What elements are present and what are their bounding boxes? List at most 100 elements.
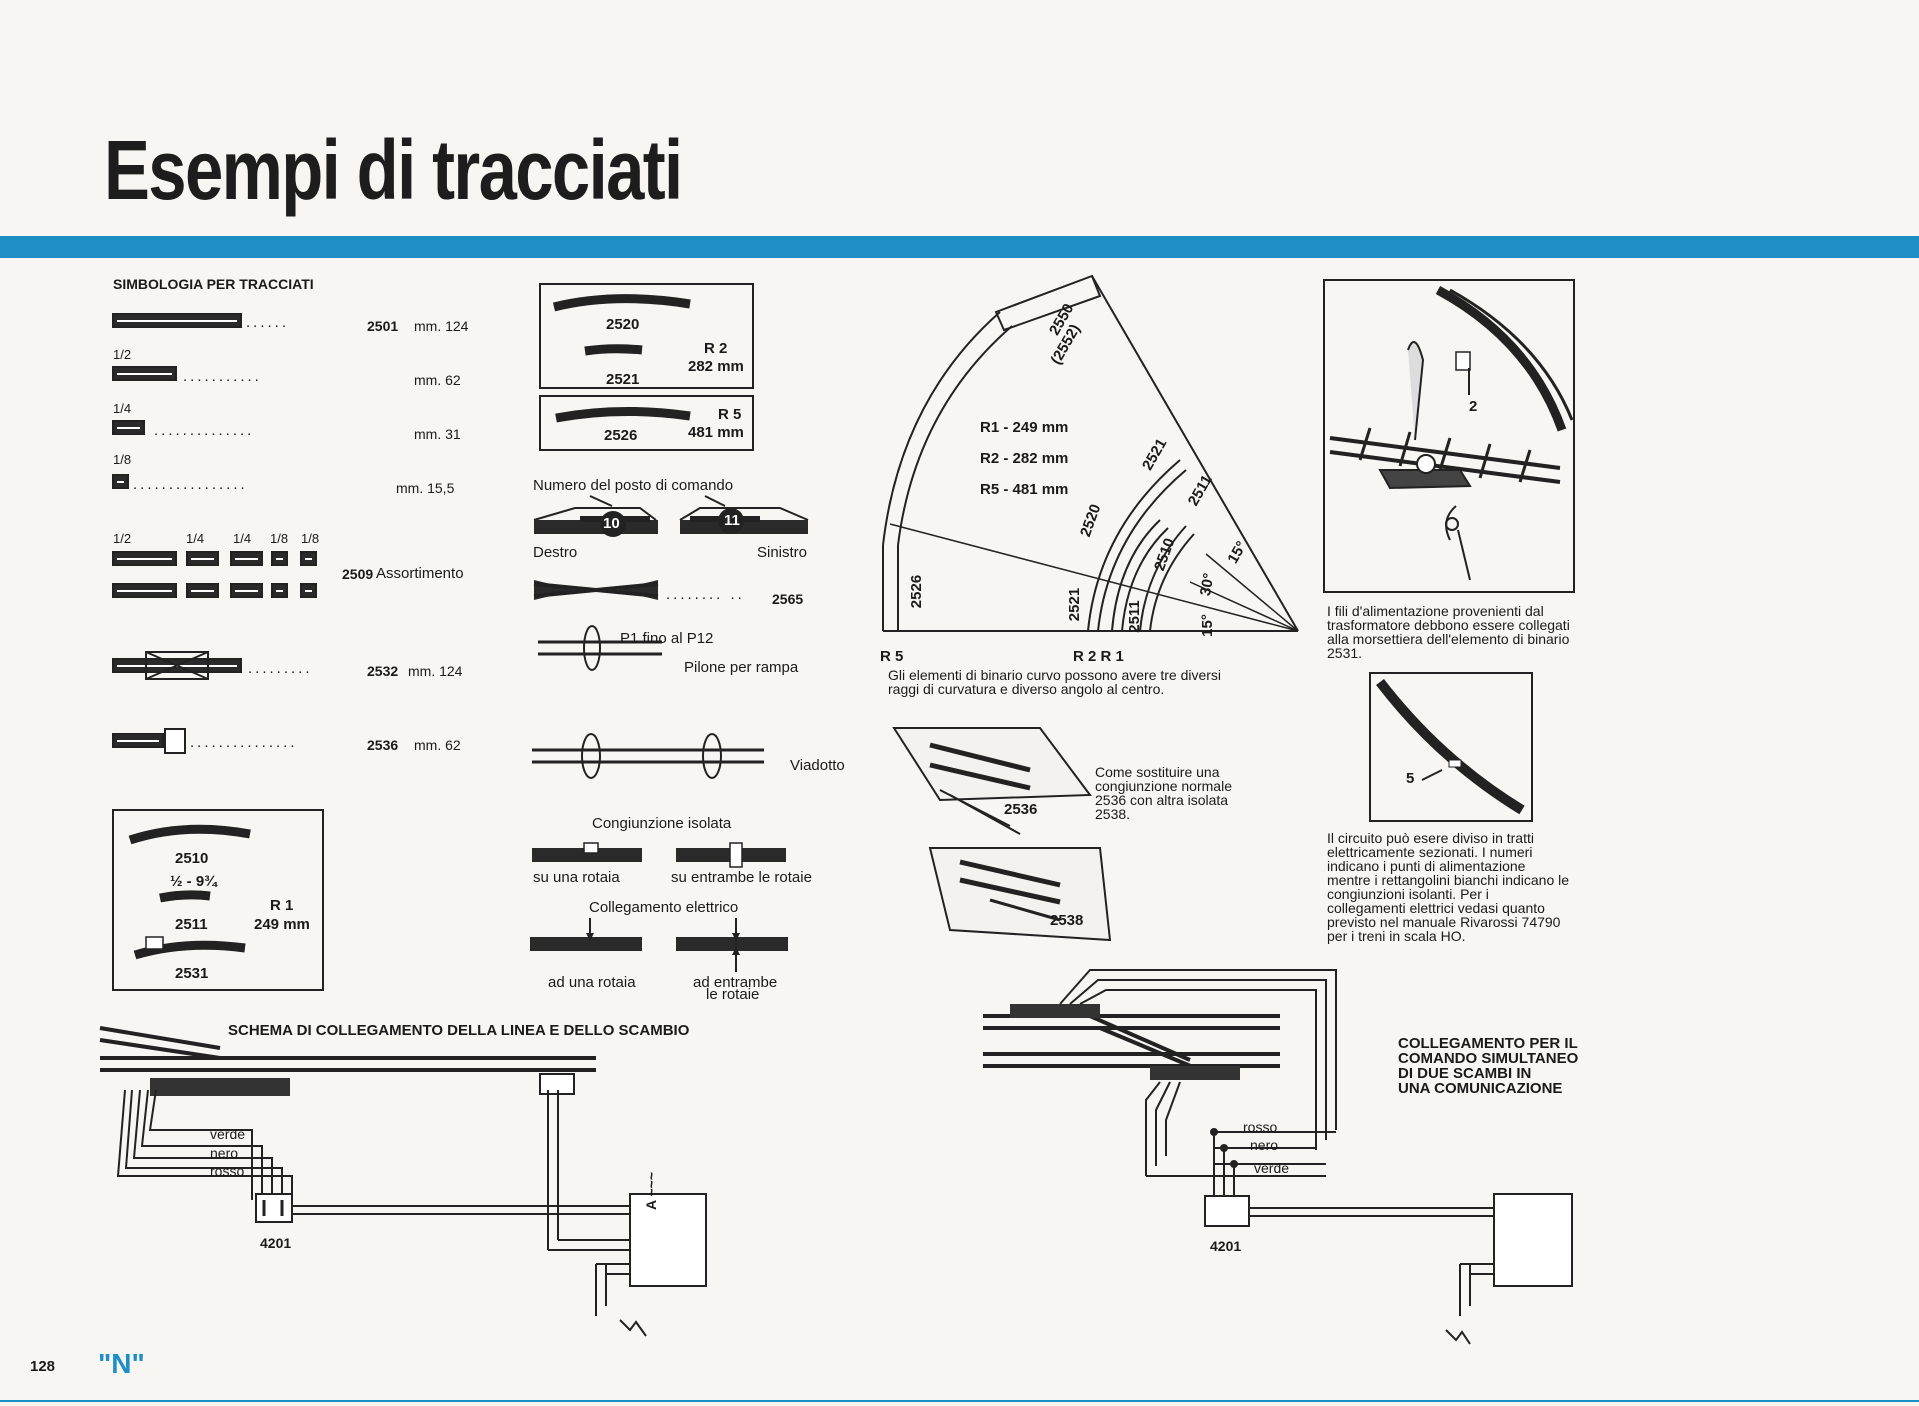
page-title: Esempi di tracciati (104, 123, 683, 217)
fan-legend: R5 - 481 mm (980, 481, 1069, 498)
turnout-left-label: Sinistro (757, 544, 808, 561)
assortment-track (271, 583, 288, 598)
row-dots: ...... (246, 314, 290, 331)
row-code: 2536 (367, 737, 399, 753)
radius-label: R 2 (704, 340, 728, 357)
pylon-label: Pilone per rampa (684, 659, 799, 676)
row-dots: ................ (133, 476, 248, 493)
wiring-right-title-line: COMANDO SIMULTANEO (1398, 1050, 1579, 1067)
fan-track-label: 2510 (1150, 535, 1179, 574)
insulated-both-rails: su entrambe le rotaie (671, 869, 812, 886)
page-number: 128 (30, 1358, 56, 1375)
insulated-one-rail: su una rotaia (533, 869, 620, 886)
assortment-fraction: 1/4 (233, 531, 252, 546)
fan-legend: R2 - 282 mm (980, 450, 1069, 467)
curve-box-r1 (112, 809, 324, 991)
row-length: mm. 62 (414, 737, 461, 753)
curve-box-r5 (539, 395, 754, 451)
radius-value: 282 mm (688, 358, 744, 375)
feeder-caption: I fili d'alimentazione provenienti dal t… (1327, 603, 1570, 661)
track-code: 2521 (606, 371, 640, 388)
insulated-joint-title: Congiunzione isolata (592, 815, 732, 832)
joint-label-a: 2536 (1004, 801, 1038, 818)
fan-track-label: 2521 (1138, 435, 1171, 474)
section-number: 5 (1406, 770, 1415, 787)
transformer-marks: A ~~~ (643, 1171, 659, 1210)
radius-label: R 5 (718, 406, 742, 423)
wiring-right-title-line: DI DUE SCAMBI IN (1398, 1065, 1532, 1082)
wiring-left-title: SCHEMA DI COLLEGAMENTO DELLA LINEA E DEL… (228, 1022, 690, 1039)
fan-track-label: 2511 (1184, 472, 1216, 509)
assortment-track (186, 551, 219, 566)
command-number-left: 11 (724, 512, 740, 529)
track-code: 2520 (606, 316, 640, 333)
feeder-illustration-box (1323, 279, 1575, 593)
joint-replacement-text: Come sostituire una congiunzione normale… (1095, 764, 1232, 822)
wiring-right-title: COLLEGAMENTO PER IL COMANDO SIMULTANEO D… (1398, 1036, 1578, 1096)
sections-illustration-box (1369, 672, 1533, 822)
buffer-stop-symbol (164, 728, 186, 754)
fan-track-label: 2511 (1125, 600, 1143, 633)
row-length: mm. 31 (414, 426, 461, 442)
wiring-right-title-line: COLLEGAMENTO PER IL (1398, 1035, 1578, 1052)
assortment-track (112, 583, 177, 598)
wire-label: verde (210, 1126, 246, 1142)
assortment-track (186, 583, 219, 598)
track-quarter-symbol (112, 420, 145, 435)
curve-box-r2 (539, 283, 754, 389)
fan-track-label: 2520 (1076, 501, 1105, 540)
row-code: 2501 (367, 318, 399, 334)
fan-bottom-left: R 5 (880, 648, 904, 665)
header-band (0, 236, 1919, 258)
row-fraction: 1/8 (113, 452, 132, 467)
pylon-range: P1 fino al P12 (620, 630, 714, 647)
electric-one-rail: ad una rotaia (548, 974, 636, 991)
crossing-code: 2565 (772, 591, 804, 607)
track-code: 2531 (175, 965, 209, 982)
track-code: 2526 (604, 427, 638, 444)
row-length: mm. 62 (414, 372, 461, 388)
radius-value: 481 mm (688, 424, 744, 441)
track-code: 2511 (175, 916, 208, 933)
assortment-code: 2509 (342, 566, 374, 582)
track-eighth-symbol (112, 474, 129, 489)
electric-connection-title: Collegamento elettrico (589, 899, 739, 916)
switch-code: 4201 (260, 1235, 292, 1251)
turnout-right-label: Destro (533, 544, 578, 561)
radius-value: 249 mm (254, 916, 310, 933)
switch-code: 4201 (1210, 1238, 1242, 1254)
assortment-track (300, 583, 317, 598)
track-full-symbol (112, 313, 242, 328)
feeder-number: 2 (1469, 398, 1478, 415)
wire-label: rosso (210, 1163, 245, 1179)
assortment-fraction: 1/8 (270, 531, 289, 546)
fan-angle: 15° (1224, 538, 1251, 567)
row-code: 2532 (367, 663, 399, 679)
scale-label: "N" (98, 1348, 145, 1379)
viaduct-label: Viadotto (790, 757, 845, 774)
row-fraction: 1/4 (113, 401, 132, 416)
wire-label: verde (1254, 1160, 1290, 1176)
assortment-fraction: 1/2 (113, 531, 132, 546)
joint-label-b: 2538 (1050, 912, 1084, 929)
wire-label: rosso (1243, 1119, 1278, 1135)
fan-track-label: 2526 (908, 574, 926, 609)
track-fraction: ½ - 9¾ (170, 873, 217, 890)
wiring-right-title-line: UNA COMUNICAZIONE (1398, 1080, 1563, 1097)
wire-label: nero (1250, 1137, 1279, 1153)
radius-label: R 1 (270, 897, 294, 914)
row-fraction: 1/2 (113, 347, 132, 362)
command-number-right: 10 (603, 515, 620, 532)
command-post-label: Numero del posto di comando (533, 477, 734, 494)
assortment-fraction: 1/8 (301, 531, 320, 546)
row-length: mm. 124 (408, 663, 463, 679)
row-dots: ............... (190, 734, 298, 751)
row-dots: ......... (248, 660, 313, 677)
sections-caption: Il circuito può esere diviso in tratti e… (1327, 830, 1570, 944)
assortment-track (271, 551, 288, 566)
assortment-track (300, 551, 317, 566)
assortment-label: Assortimento (376, 565, 464, 582)
fan-track-label: 2521 (1066, 587, 1084, 622)
row-length: mm. 15,5 (396, 480, 455, 496)
electric-both-rails-2: le rotaie (706, 986, 760, 1003)
